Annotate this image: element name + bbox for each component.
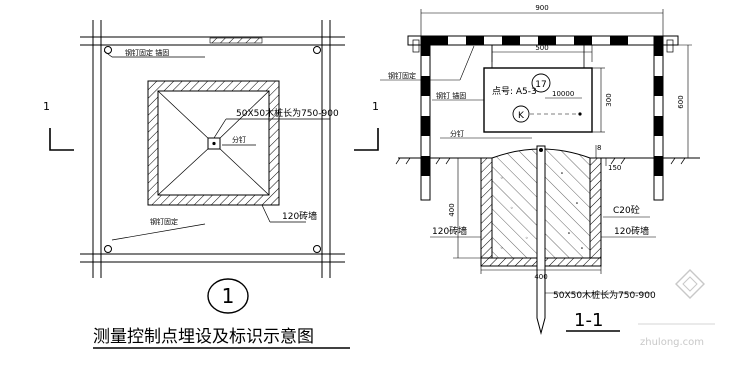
plan-frame	[80, 20, 345, 278]
crossbar-stripes	[430, 36, 628, 45]
leader-note-bottom: 钢钉固定	[150, 217, 178, 226]
aggregate-dots: ◦ ∘ ◦ ∘ ◦ ∘ ◦ ∘	[500, 170, 584, 252]
svg-text:◦: ◦	[510, 205, 514, 212]
sign-mark: K	[518, 111, 525, 121]
svg-text:◦: ◦	[500, 245, 504, 252]
sign-text: 点号: A5-3	[492, 86, 537, 97]
sign-board	[483, 67, 593, 133]
section-mark-left: 1	[43, 100, 50, 113]
dim-total: 900	[535, 4, 548, 12]
wooden-pile	[536, 145, 546, 335]
section-nail-label: 分钉	[450, 129, 464, 138]
plan-diagonals	[157, 90, 270, 196]
section-cut-left	[49, 128, 74, 151]
dim-board-h: 300	[605, 93, 613, 106]
section-cut-right	[354, 128, 379, 151]
concrete-label: C20砼	[613, 204, 640, 216]
section-view: 900 60	[380, 4, 700, 335]
svg-text:∘: ∘	[575, 200, 579, 207]
dim-height: 600	[677, 95, 685, 108]
brick-wall-left	[480, 157, 493, 259]
plan-pile-callout: 50X50木桩长为750-900	[236, 107, 339, 119]
section-title: 1-1	[574, 310, 603, 331]
left-post	[420, 35, 431, 201]
svg-text:◦: ◦	[500, 175, 504, 182]
dim-side: 150	[608, 164, 621, 172]
leader-note-top: 钢钉固定 锚固	[125, 48, 169, 57]
svg-text:∘: ∘	[567, 230, 571, 237]
sign-number: 17	[535, 80, 546, 90]
detail-number: 1	[222, 284, 235, 308]
dim-ground: 400	[448, 203, 456, 216]
dim-bottom: 400	[534, 273, 547, 281]
corner-nails	[104, 46, 321, 253]
drawing-title: 测量控制点埋设及标识示意图	[93, 327, 314, 347]
detail-label: 1 测量控制点埋设及标识示意图	[93, 278, 350, 349]
watermark-text: zhulong.com	[640, 337, 704, 348]
watermark: zhulong.com	[638, 269, 715, 348]
wall-label-right: 120砖墙	[614, 225, 649, 237]
svg-text:∘: ∘	[580, 245, 584, 252]
section-mark-right: 1	[372, 100, 379, 113]
dim-small: 8	[597, 144, 601, 152]
top-clip	[209, 37, 263, 44]
plan-wall-label: 120砖墙	[282, 210, 317, 222]
dim-board: 500	[535, 44, 548, 52]
leader-note-2: 钢钉 锚固	[436, 91, 466, 100]
plan-nail-label: 分钉	[232, 135, 246, 144]
sign-value: 10000	[552, 90, 574, 98]
brick-wall-right	[589, 157, 602, 259]
ground-ticks	[395, 157, 686, 165]
svg-text:∘: ∘	[560, 170, 564, 177]
wall-label-left: 120砖墙	[432, 225, 467, 237]
leader-note-1: 钢钉固定	[388, 71, 416, 80]
plan-view: 钢钉固定 锚固 钢钉固定 50X50木桩长为750-900 分钉 120砖墙 1	[43, 20, 379, 278]
right-post	[653, 35, 664, 201]
svg-text:◦: ◦	[525, 235, 529, 242]
section-pile-callout: 50X50木桩长为750-900	[553, 289, 656, 301]
